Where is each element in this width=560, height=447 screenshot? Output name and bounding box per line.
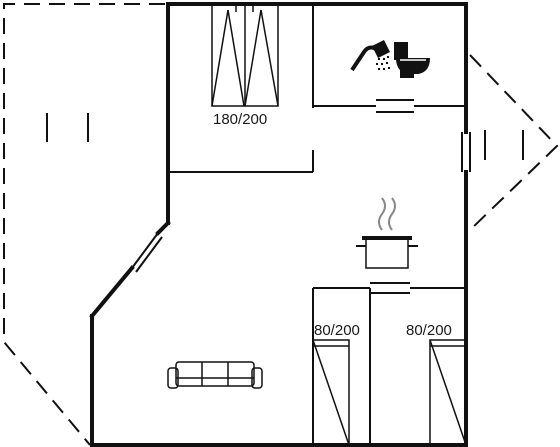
interior-walls bbox=[168, 4, 466, 445]
shower-icon bbox=[350, 40, 390, 72]
bathroom-door bbox=[376, 99, 414, 113]
bed-size-label-main: 180/200 bbox=[213, 111, 267, 128]
stove-pot-icon bbox=[356, 197, 418, 269]
single-bed-icon bbox=[312, 339, 350, 446]
bed-size-label-right: 80/200 bbox=[406, 322, 452, 339]
terrace-right bbox=[469, 54, 559, 231]
bedroom-door bbox=[370, 282, 410, 294]
bed-size-label-left: 80/200 bbox=[314, 322, 360, 339]
window-angled bbox=[131, 232, 163, 273]
terrace-left bbox=[3, 3, 165, 446]
double-bed-icon bbox=[211, 3, 279, 107]
window-right bbox=[461, 132, 471, 172]
single-bed-icon bbox=[429, 339, 467, 446]
toilet-icon bbox=[394, 42, 430, 78]
sofa-icon bbox=[167, 361, 263, 389]
